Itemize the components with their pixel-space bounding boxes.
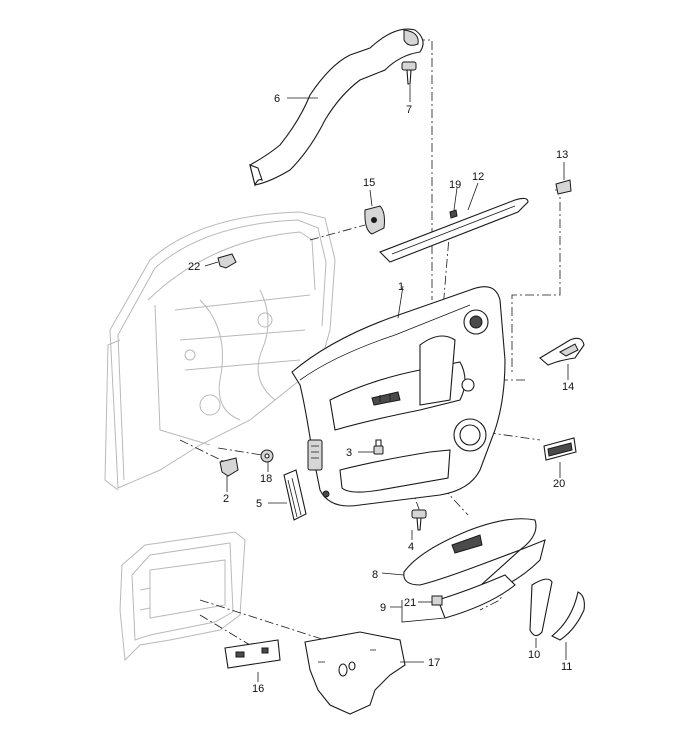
- callout-13: 13: [556, 149, 568, 161]
- callout-2: 2: [223, 493, 229, 505]
- door-trim-panel: [291, 286, 506, 507]
- callout-12: 12: [472, 171, 484, 183]
- trim-11: [550, 591, 585, 641]
- callout-3: 3: [346, 447, 352, 459]
- vapour-barrier-17: [304, 631, 406, 715]
- callout-21: 21: [404, 597, 416, 609]
- emblem-20: [543, 437, 577, 461]
- callout-14: 14: [562, 381, 574, 393]
- door-handle-14: [539, 337, 585, 366]
- insulation-16: [224, 639, 281, 669]
- callout-1: 1: [398, 281, 404, 293]
- lower-door-shell-ghost: [119, 531, 246, 662]
- callout-17: 17: [428, 657, 440, 669]
- callout-22: 22: [188, 261, 200, 273]
- screw-3: [373, 439, 384, 455]
- callout-19: 19: [449, 179, 461, 191]
- grommet-18: [260, 449, 274, 463]
- callout-9: 9: [380, 602, 386, 614]
- callout-16: 16: [252, 683, 264, 695]
- callout-4: 4: [408, 541, 414, 553]
- clip-15: [364, 205, 385, 235]
- clip-22: [217, 253, 237, 269]
- trim-strip-12: [379, 197, 529, 263]
- clip-19: [449, 209, 458, 219]
- assembly-dash-lines: [179, 39, 561, 649]
- callout-labels: 1 2 3 4 5 6 7 8 9 10 11 12 13 14 15 16 1…: [188, 93, 574, 695]
- speaker-grille-5: [283, 469, 307, 521]
- callout-7: 7: [406, 104, 412, 116]
- pad-21: [431, 595, 443, 606]
- screw-4: [411, 509, 427, 531]
- callout-11: 11: [561, 661, 572, 673]
- callout-18: 18: [260, 473, 272, 485]
- trim-10: [529, 578, 553, 637]
- callout-6: 6: [274, 93, 280, 105]
- leader-lines: [204, 85, 569, 682]
- armrest-8: [403, 518, 546, 596]
- screw-7: [401, 61, 417, 85]
- pocket-9: [437, 574, 516, 619]
- callout-5: 5: [256, 498, 262, 510]
- pad-13: [555, 179, 572, 195]
- callout-8: 8: [372, 569, 378, 581]
- callout-10: 10: [528, 649, 540, 661]
- plug-2: [219, 457, 239, 477]
- air-duct-part: [249, 28, 424, 187]
- callout-15: 15: [363, 177, 375, 189]
- callout-20: 20: [553, 478, 565, 490]
